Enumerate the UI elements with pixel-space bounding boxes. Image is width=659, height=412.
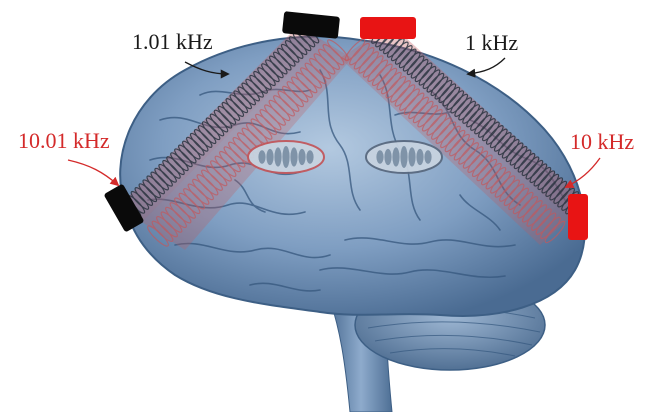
interference-bead: [384, 149, 391, 165]
electrode-red-right: [568, 194, 588, 240]
interference-bead: [266, 149, 273, 165]
arrow-top-right: [468, 58, 505, 74]
interference-bead: [400, 146, 407, 168]
interference-bead: [408, 147, 415, 166]
right-interference-zone: [366, 141, 442, 173]
interference-bead: [392, 147, 399, 166]
label-1-khz: 1 kHz: [465, 30, 518, 56]
interference-bead: [258, 150, 265, 163]
arrow-left: [68, 160, 118, 185]
label-10-khz: 10 kHz: [570, 129, 634, 155]
electrode-red-top: [360, 17, 416, 39]
interference-bead: [424, 150, 431, 163]
interference-bead: [290, 147, 297, 166]
interference-bead: [282, 146, 289, 168]
interference-bead: [274, 147, 281, 166]
interference-bead: [376, 150, 383, 163]
label-10-01-khz: 10.01 kHz: [18, 128, 110, 154]
interference-bead: [298, 149, 305, 165]
left-interference-zone: [248, 141, 324, 173]
interference-bead: [416, 149, 423, 165]
label-1-01-khz: 1.01 kHz: [132, 29, 213, 55]
interference-bead: [306, 150, 313, 163]
